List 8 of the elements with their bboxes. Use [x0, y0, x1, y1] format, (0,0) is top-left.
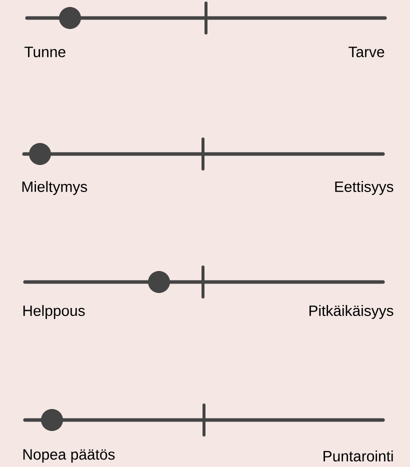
- scale-label: Tarve: [348, 46, 384, 58]
- scale-label: Puntarointi: [324, 450, 393, 462]
- scale-label: Eettisyys: [335, 181, 394, 195]
- scale-label: Mieltymys: [22, 181, 88, 195]
- scale-label: Tunne: [24, 46, 66, 58]
- scale-label: Pitkäikäisyys: [309, 305, 394, 319]
- scale-label: Helppous: [23, 305, 85, 319]
- scale-label: Nopea päätös: [23, 449, 115, 463]
